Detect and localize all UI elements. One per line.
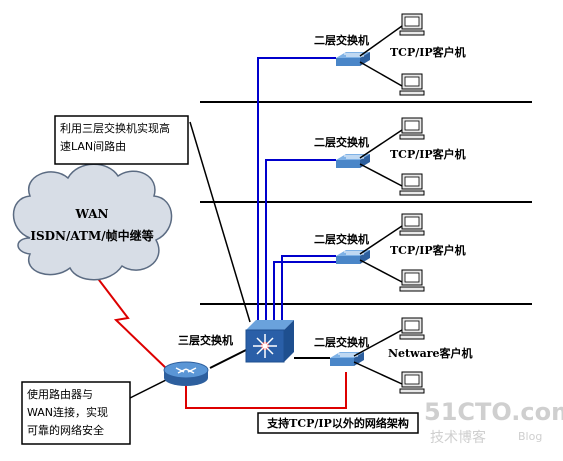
client-link — [359, 163, 403, 187]
client-link — [353, 329, 403, 357]
router-icon — [163, 361, 209, 386]
l2-switch-label: 二层交换机 — [314, 135, 369, 149]
non-tcp-architecture-box: 支持TCP/IP以外的网络架构 — [257, 412, 419, 434]
callout-router-security: 使用路由器与 WAN连接，实现 可靠的网络安全 — [21, 381, 131, 445]
l2-switch-icon — [336, 52, 370, 66]
netware-client-label: Netware客户机 — [388, 346, 473, 360]
computer-icon — [399, 371, 425, 394]
client-link — [359, 129, 403, 159]
callout-l3-line2: 速LAN间路由 — [60, 139, 126, 153]
link-l3-to-l2-2 — [265, 159, 336, 322]
client-link — [353, 361, 403, 385]
l2-switch-label: 二层交换机 — [314, 232, 369, 246]
wan-cloud: WAN ISDN/ATM/帧中继等 — [12, 163, 173, 281]
link-l3-to-l2-4 — [281, 255, 336, 322]
wan-link-bolt — [95, 275, 169, 371]
computer-icon — [399, 269, 425, 292]
link-l3-to-l2-1 — [257, 57, 336, 322]
computer-icon — [399, 73, 425, 96]
computer-icon — [399, 213, 425, 236]
tcp-client-label: TCP/IP客户机 — [390, 243, 466, 257]
callout-router-line1: 使用路由器与 — [27, 387, 93, 401]
computer-icon — [399, 117, 425, 140]
watermark-blog: Blog — [518, 430, 542, 443]
callout-router-line2: WAN连接，实现 — [27, 405, 108, 419]
computer-icon — [399, 13, 425, 36]
wan-type-label: ISDN/ATM/帧中继等 — [30, 228, 153, 243]
callout-l3-line1: 利用三层交换机实现高 — [60, 121, 170, 135]
computer-icon — [399, 173, 425, 196]
l2-switch-label: 二层交换机 — [314, 33, 369, 47]
link-router-to-netware — [185, 372, 347, 409]
client-link — [359, 61, 403, 87]
non-tcp-label: 支持TCP/IP以外的网络架构 — [266, 416, 409, 430]
wan-label: WAN — [75, 207, 109, 221]
l2-switch-label: 二层交换机 — [314, 335, 369, 349]
watermark: 51CTO.com 技术博客 Blog — [424, 398, 563, 446]
watermark-site: 51CTO.com — [424, 398, 563, 426]
tcp-client-label: TCP/IP客户机 — [390, 45, 466, 59]
watermark-cn: 技术博客 — [430, 429, 486, 446]
client-link — [359, 25, 403, 57]
callout-router-line3: 可靠的网络安全 — [27, 423, 104, 437]
callout-pointer-l3 — [189, 121, 251, 323]
tcp-client-label: TCP/IP客户机 — [390, 147, 466, 161]
computer-icon — [399, 317, 425, 340]
l3-switch-label: 三层交换机 — [178, 333, 233, 347]
l2-switch-icon — [330, 352, 364, 366]
callout-l3-routing: 利用三层交换机实现高 速LAN间路由 — [54, 115, 189, 165]
l3-switch-icon — [245, 320, 294, 363]
client-link — [359, 259, 403, 283]
client-link — [359, 225, 403, 255]
link-router-to-l3 — [209, 349, 247, 369]
link-l3-to-l2-3 — [273, 261, 336, 322]
